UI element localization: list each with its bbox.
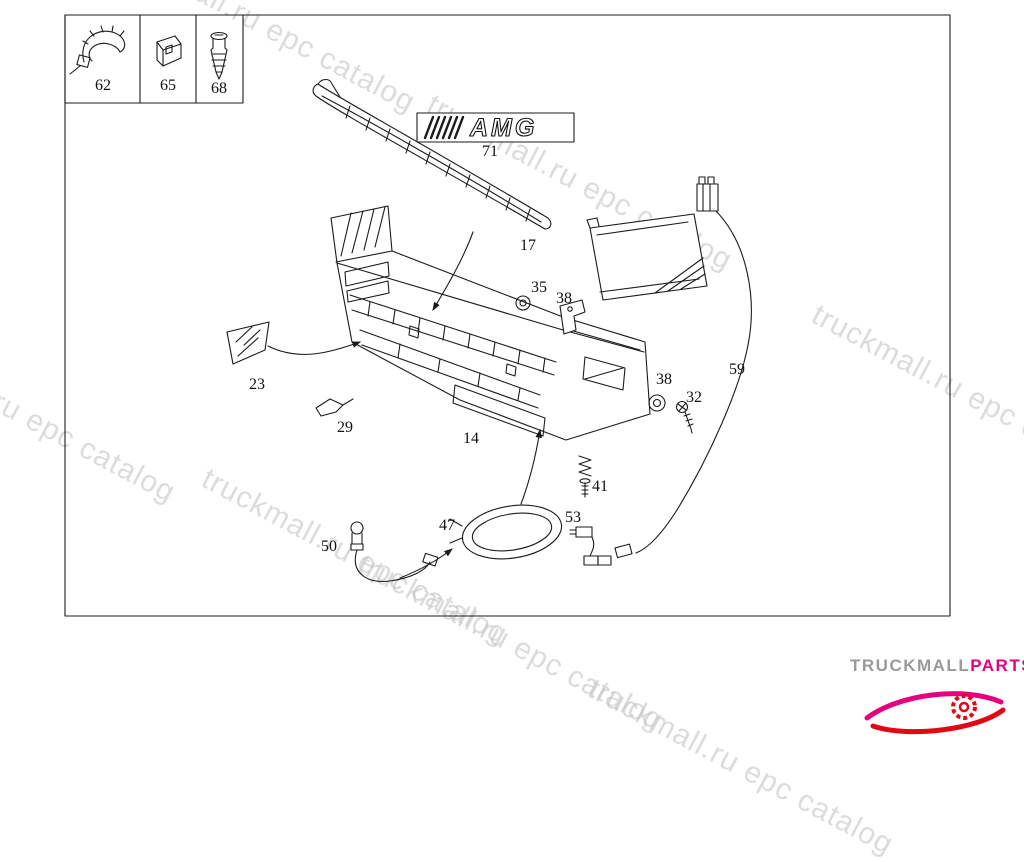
part-label-35: 35 (531, 279, 547, 296)
gear-icon (951, 694, 977, 720)
part-label-38b: 38 (656, 371, 672, 388)
wiring-harness-drawing (597, 176, 752, 566)
amg-badge-text: AMG (469, 114, 537, 142)
expanding-rivet-icon (210, 31, 228, 80)
spoiler-lip-drawing (312, 78, 552, 230)
part-label-53: 53 (565, 509, 581, 526)
legend-label-65: 65 (160, 77, 176, 94)
logo-swoosh-icon (864, 691, 1006, 735)
logo-brand: TRUCKMALL (850, 656, 971, 675)
leader-arrows (267, 231, 543, 579)
part-label-71: 71 (482, 143, 498, 160)
amg-badge: AMG (416, 112, 575, 143)
part-label-29: 29 (337, 419, 353, 436)
fog-lamp-drawing (350, 504, 599, 583)
legend-label-62: 62 (95, 77, 111, 94)
part-label-59: 59 (729, 361, 745, 378)
truckmall-logo: TRUCKMALLPARTS (850, 656, 1024, 741)
part-label-38: 38 (556, 290, 572, 307)
logo-text: TRUCKMALLPARTS (850, 656, 1024, 676)
logo-brand-accent: PARTS (970, 656, 1024, 675)
part-label-50: 50 (321, 538, 337, 555)
part-label-17: 17 (520, 237, 536, 254)
part-callouts: 62 65 68 71 17 35 38 23 29 14 38 32 59 4… (95, 77, 745, 555)
part-label-32: 32 (686, 389, 702, 406)
part-label-23: 23 (249, 376, 265, 393)
front-bumper-drawing (330, 205, 651, 441)
part-label-47: 47 (439, 517, 455, 534)
part-label-41: 41 (592, 478, 608, 495)
retaining-clip-icon (156, 35, 182, 67)
legend-grid (64, 14, 244, 104)
headlamp-unit-drawing (586, 213, 708, 301)
diagram-frame (64, 14, 951, 617)
diagram-line-art: AMG (64, 14, 951, 617)
small-parts-drawing (226, 295, 694, 498)
part-label-14: 14 (463, 430, 479, 447)
legend-label-68: 68 (211, 80, 227, 97)
cable-tie-icon (69, 25, 126, 75)
